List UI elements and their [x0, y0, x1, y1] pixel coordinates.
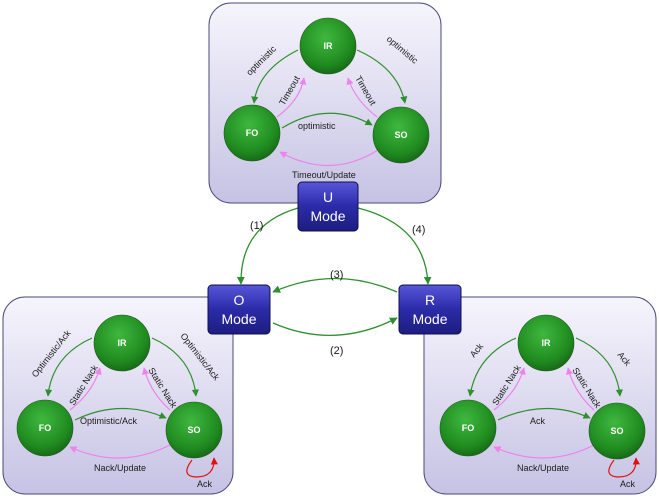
arrow-o-to-r: [272, 317, 398, 336]
o-arrow-ir-to-fo: [69, 367, 102, 411]
r-mode-box: R Mode: [398, 284, 462, 335]
o-state-ir: IR: [93, 314, 151, 372]
o-arrow-ir-to-so: [151, 337, 199, 397]
r-label-so-to-fo: Nack/Update: [517, 463, 569, 473]
o-arrow-so-self: [186, 457, 218, 478]
u-panel-transitions: [251, 49, 408, 167]
u-label-fo-to-so: optimistic: [298, 121, 336, 131]
svg-text:SO: SO: [394, 130, 407, 140]
transition-label-1: (1): [250, 220, 263, 232]
o-panel-transitions: [45, 337, 218, 478]
svg-text:U: U: [323, 189, 333, 205]
r-label-fo-to-so: Ack: [530, 416, 546, 426]
u-label-so-to-fo: Timeout/Update: [292, 170, 356, 180]
u-arrow-so-to-fo: [279, 149, 379, 167]
svg-text:Mode: Mode: [310, 208, 345, 224]
u-state-ir: IR: [299, 17, 357, 75]
u-arrow-fo-to-so: [281, 112, 373, 129]
r-state-so: SO: [588, 402, 646, 460]
o-arrow-so-to-fo: [69, 444, 171, 459]
svg-text:FO: FO: [39, 423, 52, 433]
o-state-so: SO: [165, 401, 223, 459]
svg-text:FO: FO: [246, 128, 259, 138]
r-arrow-so-to-ir: [566, 367, 595, 411]
o-mode-box: O Mode: [207, 284, 271, 335]
r-panel-transitions: [467, 337, 640, 478]
u-arrow-fo-to-ir: [251, 49, 299, 104]
r-label-so-self: Ack: [620, 479, 636, 489]
r-arrow-ir-to-so: [575, 337, 623, 397]
r-arrow-ir-to-fo: [493, 367, 526, 411]
transition-label-4: (4): [412, 224, 425, 236]
o-label-so-to-fo: Nack/Update: [94, 463, 146, 473]
svg-text:SO: SO: [187, 425, 200, 435]
r-arrow-fo-to-so: [497, 407, 591, 421]
r-arrow-fo-to-ir: [467, 337, 517, 397]
u-state-fo: FO: [223, 104, 281, 162]
r-arrow-so-self: [608, 457, 640, 478]
arrow-u-to-r: [357, 207, 432, 285]
svg-text:O: O: [234, 292, 245, 308]
svg-text:SO: SO: [610, 426, 623, 436]
r-state-fo: FO: [439, 399, 497, 457]
svg-text:R: R: [425, 292, 435, 308]
o-arrow-fo-to-ir: [45, 337, 93, 397]
svg-text:IR: IR: [324, 41, 334, 51]
transition-label-2: (2): [330, 345, 343, 357]
o-arrow-so-to-ir: [142, 367, 171, 411]
arrow-u-to-o: [236, 207, 299, 285]
r-state-ir: IR: [517, 314, 575, 372]
svg-text:IR: IR: [542, 338, 552, 348]
arrow-r-to-o: [272, 277, 398, 293]
u-arrow-ir-to-so: [356, 49, 408, 104]
u-state-so: SO: [372, 106, 430, 164]
o-arrow-fo-to-so: [74, 407, 167, 421]
svg-text:Mode: Mode: [412, 311, 447, 327]
o-label-fo-to-so: Optimistic/Ack: [80, 416, 138, 426]
svg-text:Mode: Mode: [221, 311, 256, 327]
u-arrow-so-to-ir: [346, 77, 378, 118]
svg-text:IR: IR: [118, 338, 128, 348]
svg-text:FO: FO: [462, 423, 475, 433]
u-mode-box: U Mode: [297, 181, 359, 232]
o-state-fo: FO: [16, 399, 74, 457]
transition-label-3: (3): [330, 269, 343, 281]
u-arrow-ir-to-fo: [276, 77, 307, 118]
r-arrow-so-to-fo: [493, 444, 595, 459]
o-label-so-self: Ack: [197, 479, 213, 489]
